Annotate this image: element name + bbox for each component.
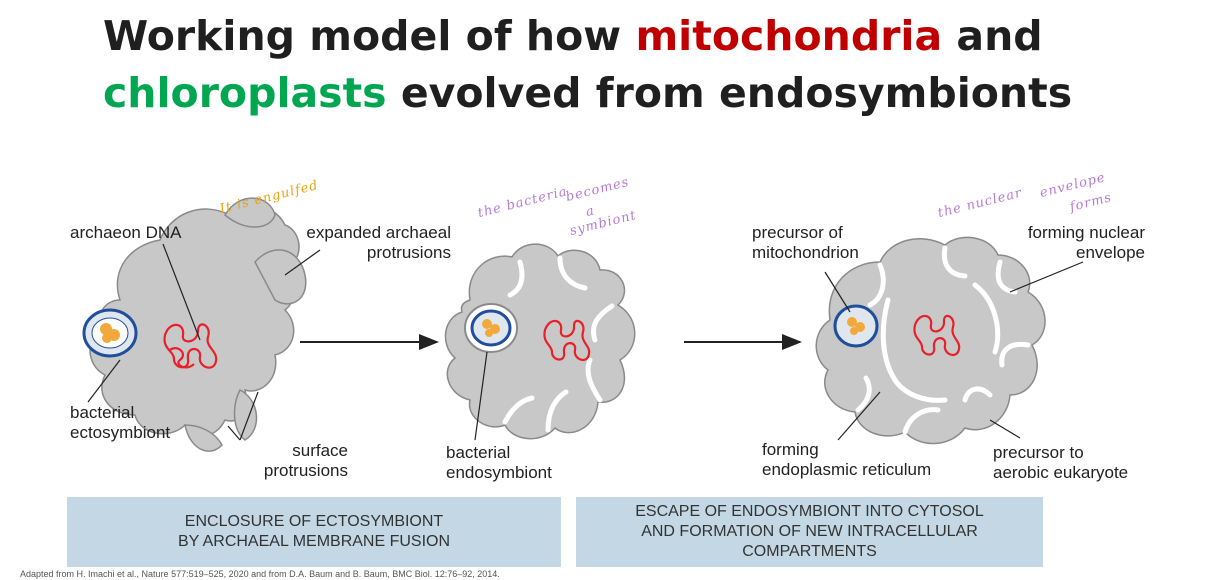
label-line: mitochondrion: [752, 243, 859, 262]
title-text: Working model of how: [103, 12, 636, 60]
label-line: precursor to: [993, 443, 1084, 462]
stage2-dna: [543, 319, 591, 362]
label-precursor-of-mitochondrion: precursor of mitochondrion: [752, 223, 859, 263]
label-line: expanded archaeal: [306, 223, 451, 242]
label-archaeon-dna: archaeon DNA: [70, 223, 182, 242]
page-title: Working model of how mitochondria and ch…: [103, 8, 1103, 122]
panel-enclosure-of-ectosymbiont: ENCLOSURE OF ECTOSYMBIONT BY ARCHAEAL ME…: [67, 497, 561, 567]
stage2-grooves: [502, 255, 615, 433]
panel-line: BY ARCHAEAL MEMBRANE FUSION: [177, 533, 451, 550]
panel-line: AND FORMATION OF NEW INTRACELLULAR: [641, 523, 978, 540]
label-line: envelope: [1075, 243, 1145, 262]
stage1-ectosymbiont: [82, 308, 138, 358]
label-line: endoplasmic reticulum: [762, 460, 932, 479]
panel-line: ESCAPE OF ENDOSYMBIONT INTO CYTOSOL: [635, 503, 984, 520]
label-line: aerobic eukaryote: [993, 463, 1129, 482]
stage1-dna: [163, 323, 218, 369]
label-surface-protrusions: surface protrusions: [230, 441, 348, 481]
title-mitochondria: mitochondria: [635, 12, 943, 60]
panel-line: ENCLOSURE OF ECTOSYMBIONT: [184, 513, 444, 530]
label-expanded-archaeal-protrusions: expanded archaeal protrusions: [258, 223, 451, 263]
label-precursor-to-aerobic-eukaryote: precursor to aerobic eukaryote: [993, 443, 1128, 483]
label-line: ectosymbiont: [70, 423, 171, 442]
label-line: protrusions: [366, 243, 451, 262]
panel-escape-of-endosymbiont: ESCAPE OF ENDOSYMBIONT INTO CYTOSOL AND …: [576, 497, 1043, 567]
label-forming-nuclear-envelope: forming nuclear envelope: [985, 223, 1145, 263]
source-credit: Adapted from H. Imachi et al., Nature 57…: [20, 569, 500, 579]
stage3-leaders: [824, 261, 1084, 441]
label-line: bacterial: [70, 403, 135, 422]
label-line: bacterial: [446, 443, 511, 462]
stage3-nucleus-dna: [913, 314, 961, 357]
label-line: endosymbiont: [446, 463, 552, 482]
label-line: forming nuclear: [1027, 223, 1145, 242]
label-forming-endoplasmic-reticulum: forming endoplasmic reticulum: [762, 440, 931, 480]
stage1-leaders: [87, 243, 321, 441]
title-chloroplasts: chloroplasts: [103, 69, 387, 117]
label-bacterial-endosymbiont: bacterial endosymbiont: [446, 443, 552, 483]
panel-line: COMPARTMENTS: [742, 543, 877, 560]
label-line: precursor of: [752, 223, 843, 242]
stage2-endosymbiont: [464, 303, 518, 353]
stage2-archaeon: [444, 243, 636, 440]
label-line: forming: [762, 440, 819, 459]
stage3-mitochondrion-precursor: [833, 304, 879, 348]
label-line: protrusions: [263, 461, 348, 480]
title-text: and: [942, 12, 1043, 60]
stage2-leaders: [474, 351, 488, 441]
label-bacterial-ectosymbiont: bacterial ectosymbiont: [70, 403, 170, 443]
label-line: surface: [292, 441, 348, 460]
title-text: evolved from endosymbionts: [386, 69, 1073, 117]
